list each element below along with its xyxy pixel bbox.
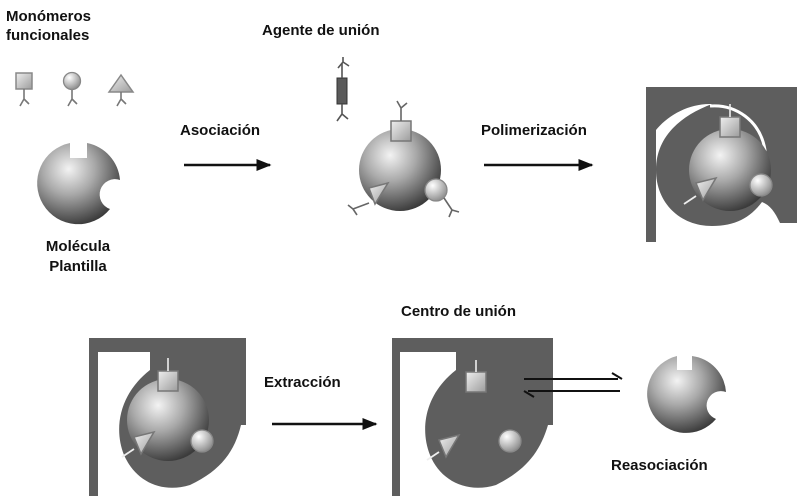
binding-agent-label: Agente de unión: [262, 22, 380, 39]
monomer-triangle-icon: [107, 73, 135, 107]
template-label-line2: Plantilla: [49, 258, 107, 275]
polymerization-label: Polimerización: [481, 122, 587, 139]
monomers-label-line1: Monómeros: [6, 8, 92, 25]
released-template-icon: [647, 356, 726, 433]
reassociation-label: Reasociación: [611, 457, 708, 474]
prepolymerization-complex: [347, 100, 460, 218]
template-molecule-label: Molécula Plantilla: [28, 237, 128, 277]
monomer-square-icon: [15, 72, 33, 107]
equilibrium-arrows: [523, 372, 623, 398]
polymer-with-template: [646, 87, 797, 242]
binding-center-cavity: [392, 338, 553, 496]
template-label-line1: Molécula: [45, 238, 111, 255]
monomer-circle-icon: [62, 71, 82, 107]
polymer-template-bound: [89, 338, 246, 496]
association-label: Asociación: [180, 122, 261, 139]
monomers-label-line2: funcionales: [6, 27, 90, 44]
binding-agent-icon: [336, 57, 350, 122]
binding-center-label: Centro de unión: [401, 303, 516, 320]
monomers-label: Monómeros funcionales: [6, 7, 91, 45]
template-molecule-icon: [37, 143, 120, 225]
extraction-label: Extracción: [264, 374, 341, 391]
